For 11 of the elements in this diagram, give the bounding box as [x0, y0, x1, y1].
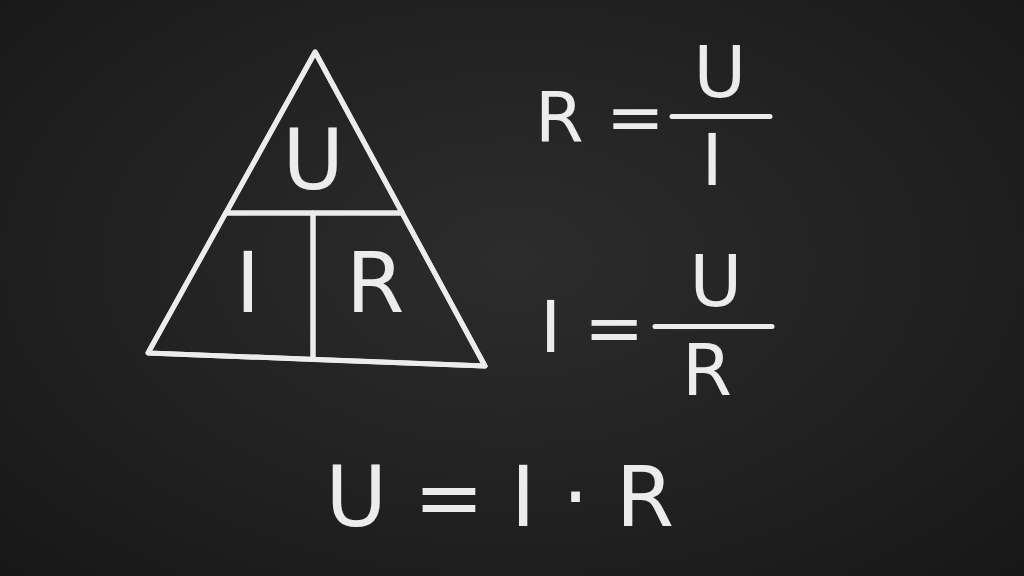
denominator: I	[701, 124, 723, 196]
numerator: U	[689, 245, 743, 317]
denominator: R	[682, 334, 733, 406]
numerator: U	[693, 36, 747, 108]
equation-left-side: R =	[535, 82, 665, 152]
triangle-section	[308, 208, 490, 371]
variable-letter: U	[282, 118, 344, 202]
variable-letter: R	[346, 241, 405, 325]
equation: U = I · R	[325, 455, 674, 539]
variable-letter: I	[235, 241, 261, 325]
equation-left-side: I =	[540, 291, 645, 363]
